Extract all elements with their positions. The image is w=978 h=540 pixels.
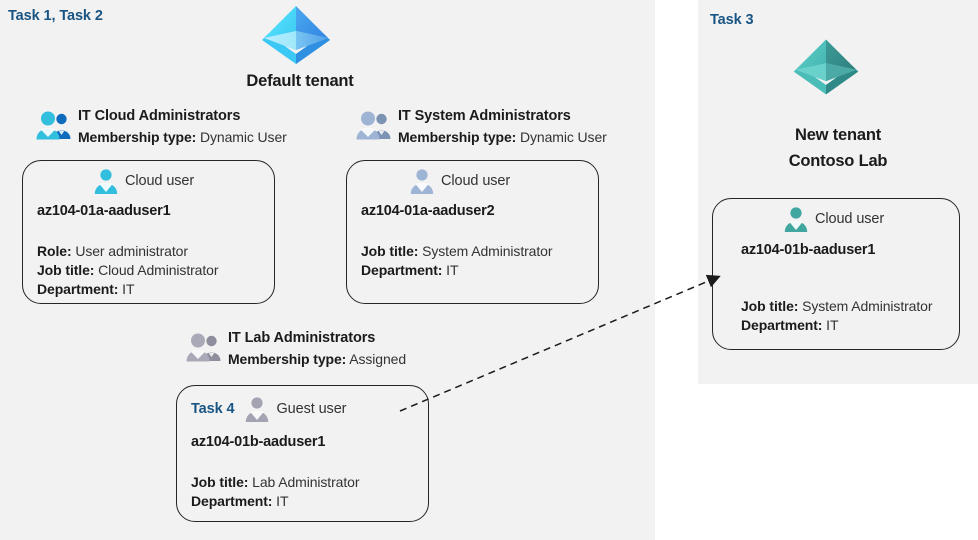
card-prop-row: Department: IT: [361, 261, 552, 280]
group-name: IT Cloud Administrators: [78, 108, 241, 124]
user-card-az104-01b-aaduser1-guest[interactable]: Task 4 Guest user az104-01b-aaduser1 Job…: [176, 385, 429, 522]
card-prop-value: System Administrator: [422, 243, 553, 259]
card-prop-label: Department:: [37, 281, 119, 297]
card-prop-row: Department: IT: [37, 280, 218, 299]
card-prop-value: Cloud Administrator: [98, 262, 219, 278]
default-tenant-panel: [0, 0, 655, 540]
card-prop-row: Department: IT: [741, 316, 932, 335]
default-tenant-caption: Default tenant: [246, 72, 354, 90]
card-prop-label: Department:: [361, 262, 443, 278]
card-properties: Role: User administrator Job title: Clou…: [37, 242, 219, 299]
group-membership-label: Membership type:: [398, 129, 517, 145]
card-prop-row: Job title: System Administrator: [361, 242, 553, 261]
card-prop-value: User administrator: [75, 243, 188, 259]
card-prop-row: Role: User administrator: [37, 242, 218, 261]
card-prop-label: Job title:: [361, 243, 419, 259]
card-prop-label: Department:: [741, 317, 823, 333]
cloud-user-icon: [409, 168, 435, 194]
card-properties: Job title: System Administrator Departme…: [741, 297, 933, 335]
group-text: IT Cloud Administrators Membership type:…: [78, 106, 287, 148]
task-label-right: Task 3: [710, 12, 754, 28]
card-header: Cloud user: [783, 206, 884, 232]
card-prop-row: Job title: Cloud Administrator: [37, 261, 219, 280]
group-text: IT Lab Administrators Membership type: A…: [228, 328, 406, 370]
group-name: IT System Administrators: [398, 108, 571, 124]
card-prop-label: Job title:: [37, 262, 95, 278]
card-task-label: Task 4: [191, 401, 235, 417]
card-upn: az104-01a-aaduser2: [361, 203, 495, 219]
cloud-user-icon: [783, 206, 809, 232]
user-group-icon: [186, 332, 222, 362]
group-name: IT Lab Administrators: [228, 330, 376, 346]
cloud-user-icon: [93, 168, 119, 194]
card-prop-label: Job title:: [191, 474, 249, 490]
user-card-az104-01a-aaduser1[interactable]: Cloud user az104-01a-aaduser1 Role: User…: [22, 160, 275, 304]
azure-ad-tenant-icon: [258, 2, 334, 66]
card-header: Cloud user: [93, 168, 194, 194]
user-card-az104-01b-aaduser1-cloud[interactable]: Cloud user az104-01b-aaduser1 Job title:…: [712, 198, 960, 350]
group-membership: Membership type: Dynamic User: [78, 126, 287, 148]
card-prop-value: IT: [122, 281, 135, 297]
card-prop-label: Role:: [37, 243, 72, 259]
user-group-icon: [356, 110, 392, 140]
card-user-type: Cloud user: [125, 173, 195, 189]
azure-ad-tenant-icon-new: [790, 35, 862, 97]
guest-user-icon: [244, 396, 270, 422]
card-prop-value: IT: [446, 262, 459, 278]
card-upn: az104-01b-aaduser1: [741, 242, 876, 258]
group-membership-label: Membership type:: [228, 351, 347, 367]
card-prop-label: Department:: [191, 493, 273, 509]
group-membership-value: Dynamic User: [520, 129, 607, 145]
card-properties: Job title: System Administrator Departme…: [361, 242, 553, 280]
card-prop-value: System Administrator: [802, 298, 933, 314]
group-membership: Membership type: Dynamic User: [398, 126, 607, 148]
card-header: Task 4 Guest user: [191, 396, 346, 422]
card-prop-label: Job title:: [741, 298, 799, 314]
group-membership-value: Assigned: [349, 351, 407, 367]
card-prop-row: Job title: Lab Administrator: [191, 473, 359, 492]
card-user-type: Cloud user: [441, 173, 511, 189]
user-card-az104-01a-aaduser2[interactable]: Cloud user az104-01a-aaduser2 Job title:…: [346, 160, 599, 304]
new-tenant-caption-line2: Contoso Lab: [788, 152, 888, 170]
group-membership-value: Dynamic User: [200, 129, 287, 145]
card-prop-row: Department: IT: [191, 492, 359, 511]
card-header: Cloud user: [409, 168, 510, 194]
card-user-type: Guest user: [276, 401, 347, 417]
card-properties: Job title: Lab Administrator Department:…: [191, 473, 359, 511]
card-upn: az104-01a-aaduser1: [37, 203, 171, 219]
card-prop-row: Job title: System Administrator: [741, 297, 933, 316]
card-prop-value: IT: [826, 317, 839, 333]
card-upn: az104-01b-aaduser1: [191, 434, 326, 450]
group-membership-label: Membership type:: [78, 129, 197, 145]
user-group-icon: [36, 110, 72, 140]
card-prop-value: Lab Administrator: [252, 474, 360, 490]
card-prop-value: IT: [276, 493, 289, 509]
new-tenant-caption-line1: New tenant: [794, 126, 881, 144]
card-user-type: Cloud user: [815, 211, 885, 227]
task-label-left: Task 1, Task 2: [8, 8, 103, 24]
group-text: IT System Administrators Membership type…: [398, 106, 607, 148]
group-membership: Membership type: Assigned: [228, 348, 406, 370]
